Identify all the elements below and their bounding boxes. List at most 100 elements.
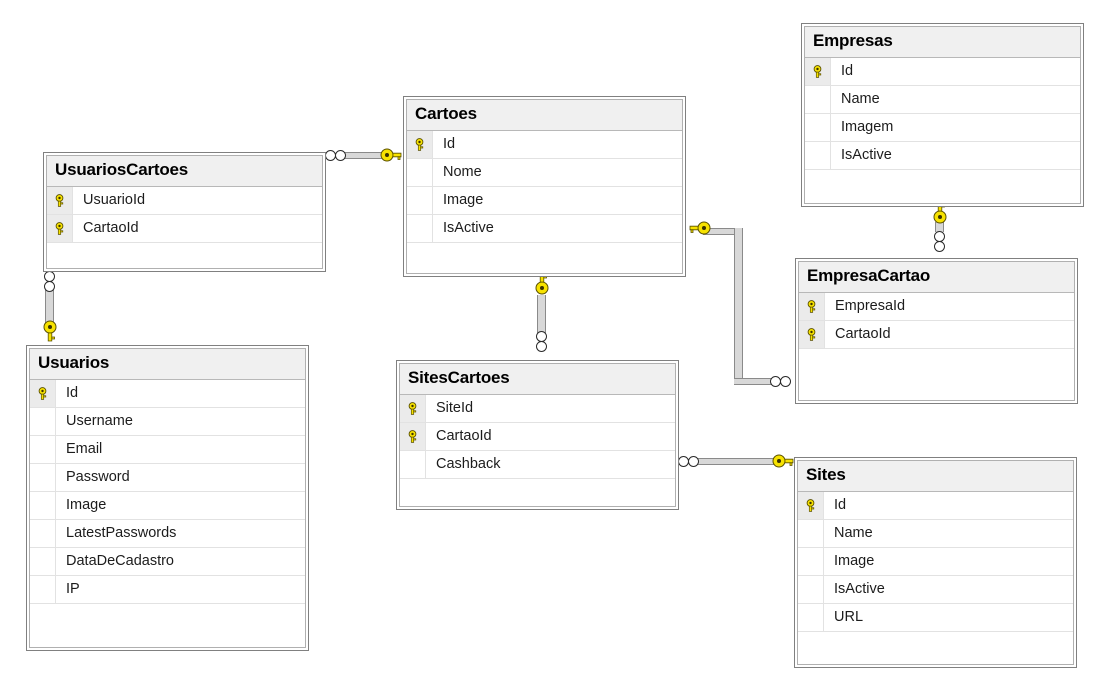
property-row[interactable]: IP [30,575,305,604]
property-name: Cashback [436,456,501,473]
key-icon [414,138,425,151]
key-icon [806,328,817,341]
property-name: Image [834,553,875,570]
entity-empty-area [799,348,1074,400]
property-row[interactable]: Id [798,491,1073,520]
connector-line [734,378,776,385]
property-row[interactable]: CartaoId [799,320,1074,349]
property-row[interactable]: Id [805,57,1080,86]
property-row[interactable]: Password [30,463,305,492]
key-icon [400,422,426,450]
property-gutter [798,575,824,603]
property-row[interactable]: IsActive [805,141,1080,170]
property-row[interactable]: URL [798,603,1073,632]
property-row[interactable]: Name [798,519,1073,548]
property-name: Nome [443,164,482,181]
key-icon [47,214,73,242]
property-row[interactable]: Image [798,547,1073,576]
multiplicity-many-marker [536,341,547,352]
property-name: SiteId [436,400,474,417]
property-name: Id [834,497,847,514]
property-row[interactable]: Username [30,407,305,436]
property-gutter [798,519,824,547]
property-row[interactable]: Nome [407,158,682,187]
key-icon [30,379,56,407]
key-icon [772,454,794,468]
property-name: EmpresaId [835,298,906,315]
property-name: Id [841,63,854,80]
connector-line [344,152,390,159]
property-row[interactable]: UsuarioId [47,186,322,215]
key-icon [407,402,418,415]
property-name: Imagem [841,119,894,136]
property-row[interactable]: Image [407,186,682,215]
property-row[interactable]: EmpresaId [799,292,1074,321]
property-name: Image [66,497,107,514]
property-row[interactable]: IsActive [798,575,1073,604]
key-icon [380,148,402,162]
property-row[interactable]: SiteId [400,394,675,423]
key-icon [689,221,711,235]
property-gutter [30,519,56,547]
property-gutter [407,214,433,242]
property-gutter [30,575,56,603]
entity-title: Sites [798,461,1073,492]
key-icon [798,491,824,519]
property-name: DataDeCadastro [66,553,174,570]
property-row[interactable]: Cashback [400,450,675,479]
property-gutter [798,603,824,631]
multiplicity-many-marker [780,376,791,387]
key-icon [400,394,426,422]
key-icon [43,320,57,342]
property-gutter [805,113,831,141]
property-row[interactable]: LatestPasswords [30,519,305,548]
property-name: Image [443,192,484,209]
property-row[interactable]: Email [30,435,305,464]
entity-title: UsuariosCartoes [47,156,322,187]
multiplicity-many-marker [44,281,55,292]
entity-empty-area [47,242,322,268]
key-icon [407,130,433,158]
property-row[interactable]: Id [407,130,682,159]
property-name: URL [834,609,864,626]
property-gutter [805,141,831,169]
property-row[interactable]: IsActive [407,214,682,243]
connector-line [734,228,743,383]
property-row[interactable]: Name [805,85,1080,114]
property-row[interactable]: Id [30,379,305,408]
property-gutter [798,547,824,575]
connector-line [935,222,944,232]
key-icon [806,300,817,313]
property-gutter [30,463,56,491]
property-row[interactable]: DataDeCadastro [30,547,305,576]
property-gutter [407,186,433,214]
property-gutter [30,407,56,435]
property-name: CartaoId [436,428,492,445]
property-row[interactable]: Imagem [805,113,1080,142]
property-row[interactable]: Image [30,491,305,520]
property-row[interactable]: CartaoId [47,214,322,243]
key-icon [812,65,823,78]
property-gutter [30,435,56,463]
key-icon [54,194,65,207]
key-icon [47,186,73,214]
key-icon [54,222,65,235]
property-row[interactable]: CartaoId [400,422,675,451]
